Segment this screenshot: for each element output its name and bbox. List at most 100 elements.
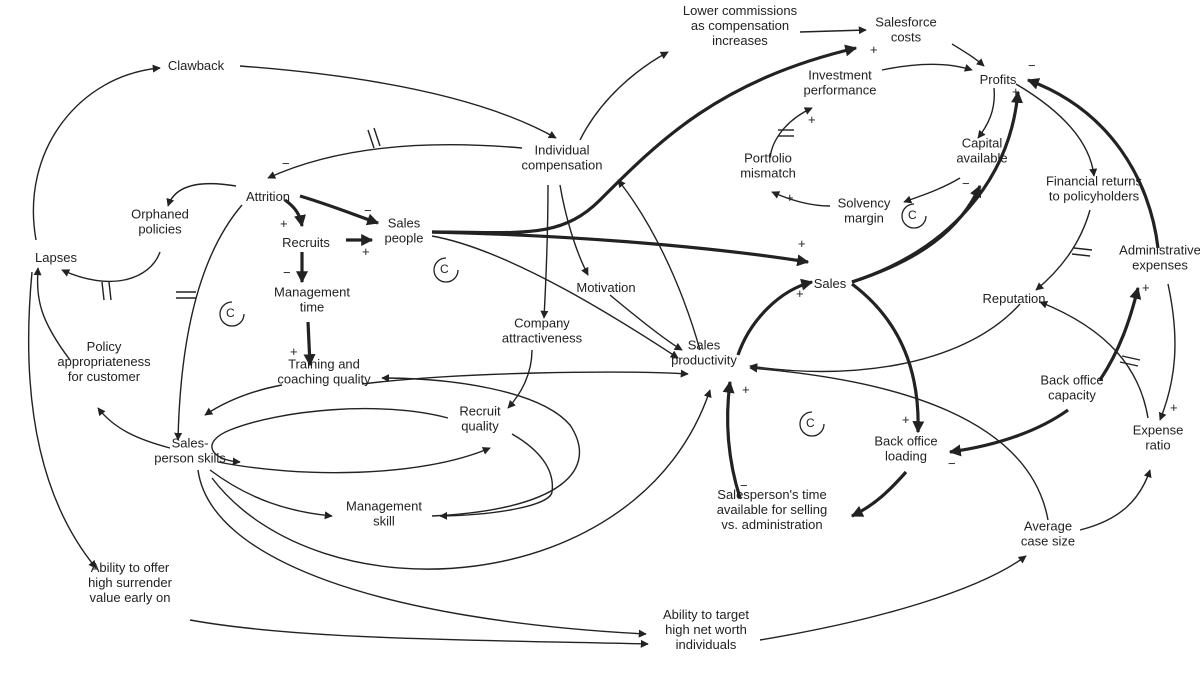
link-salesforce-costs-profits: [951, 43, 985, 67]
node-label-line: value early on: [90, 590, 171, 605]
node-label-line: Individual: [535, 143, 590, 158]
polarity-plus: +: [808, 112, 816, 127]
link-financial-returns-reputation: [1035, 209, 1091, 291]
polarity-plus: +: [362, 244, 370, 259]
node-label-line: vs. administration: [721, 517, 822, 532]
node-label-line: Lower commissions: [683, 3, 798, 18]
link-solvency-margin-portfolio-mismatch: [771, 191, 831, 207]
causal-links: [27, 26, 1176, 648]
link-training-sales-productivity: [361, 369, 689, 385]
node-motivation: Motivation: [576, 280, 635, 295]
polarity-plus: +: [798, 236, 806, 251]
node-lapses: Lapses: [35, 250, 77, 265]
node-label-line: available for selling: [717, 502, 828, 517]
node-label-line: Capital: [962, 136, 1003, 151]
node-label-line: Solvency: [838, 196, 891, 211]
node-label-line: Ability to offer: [91, 560, 170, 575]
node-label-line: high net worth: [665, 622, 747, 637]
polarity-minus: −: [283, 265, 291, 280]
node-label-line: for customer: [68, 369, 141, 384]
link-administrative-expenses-expense-ratio: [1158, 283, 1176, 421]
delay-mark-orphaned: [101, 281, 112, 301]
node-label-line: Sales: [388, 216, 421, 231]
link-individual-compensation-motivation: [559, 184, 589, 276]
node-label-line: Salesforce: [875, 15, 936, 30]
link-lapses-clawback: [32, 64, 161, 241]
link-management-time-training: [303, 321, 316, 367]
link-expense-ratio-reputation: [1039, 300, 1149, 419]
node-label-line: performance: [804, 83, 877, 98]
delay-marks: [101, 127, 1141, 367]
node-label-line: Company: [514, 316, 570, 331]
node-label-line: ratio: [1145, 438, 1170, 453]
link-orphaned-policies-lapses: [61, 251, 161, 283]
link-portfolio-mismatch-investment-performance: [769, 107, 813, 159]
link-attrition-salesperson-skills: [174, 204, 243, 441]
node-label-line: Recruit: [459, 404, 501, 419]
link-individual-compensation-lower-commissions: [579, 51, 669, 141]
node-label-line: Administrative: [1119, 243, 1200, 258]
link-individual-compensation-company-attractiveness: [540, 184, 549, 319]
node-label-line: Expense: [1133, 423, 1184, 438]
delay-mark-attrition-skills: [176, 291, 196, 299]
polarity-plus: +: [1142, 280, 1150, 295]
node-label-line: Portfolio: [744, 151, 792, 166]
link-investment-performance-profits: [881, 63, 973, 72]
delay-mark-financial: [1071, 247, 1093, 257]
polarity-plus: +: [902, 412, 910, 427]
link-skills-management-skill: [209, 469, 333, 520]
link-sales-productivity-sales: [736, 278, 814, 356]
link-attrition-recruits: [284, 198, 306, 228]
link-skills-policy-appropriateness: [97, 407, 171, 449]
link-management-skill-training: [381, 374, 581, 517]
polarity-minus: −: [740, 478, 748, 493]
node-label-line: compensation: [522, 158, 603, 173]
link-skills-recruit-quality: [217, 447, 491, 474]
link-sales-people-sales: [431, 230, 810, 267]
link-administrative-expenses-profits: [1026, 78, 1160, 249]
link-profits-financial-returns: [1015, 83, 1098, 177]
polarity-minus: −: [1028, 58, 1036, 73]
link-individual-compensation-attrition: [267, 143, 523, 179]
link-attrition-sales-people: [299, 194, 380, 226]
link-recruit-quality-training-loop: [211, 407, 449, 466]
link-back-office-capacity-administrative-expenses: [1098, 286, 1142, 381]
node-label-line: individuals: [676, 637, 737, 652]
node-label-line: Profits: [980, 72, 1017, 87]
node-label-line: appropriateness: [57, 354, 151, 369]
node-label-line: increases: [712, 33, 768, 48]
node-label-line: Sales: [688, 338, 721, 353]
link-policy-appropriateness-lapses: [33, 267, 71, 361]
node-label-line: mismatch: [740, 166, 796, 181]
node-label-line: Back office: [1040, 373, 1103, 388]
node-label-line: Training and: [288, 357, 360, 372]
polarity-minus: −: [282, 156, 290, 171]
node-label-line: Policy: [87, 339, 122, 354]
polarity-plus: +: [870, 42, 878, 57]
node-label-line: as compensation: [691, 18, 789, 33]
svg-text:C: C: [806, 416, 815, 430]
node-label-line: Clawback: [168, 58, 225, 73]
node-label-line: quality: [461, 419, 499, 434]
link-back-office-loading-salesperson-time: [850, 470, 908, 518]
node-label-line: to policyholders: [1049, 189, 1140, 204]
node-label-line: case size: [1021, 534, 1075, 549]
node-label-line: Orphaned: [131, 207, 189, 222]
link-average-case-size-expense-ratio: [1079, 469, 1152, 531]
node-clawback: Clawback: [168, 58, 225, 73]
delay-mark-expense-ratio: [1119, 355, 1141, 367]
link-company-attractiveness-recruit-quality: [507, 349, 533, 409]
delay-mark-clawback: [367, 127, 381, 149]
